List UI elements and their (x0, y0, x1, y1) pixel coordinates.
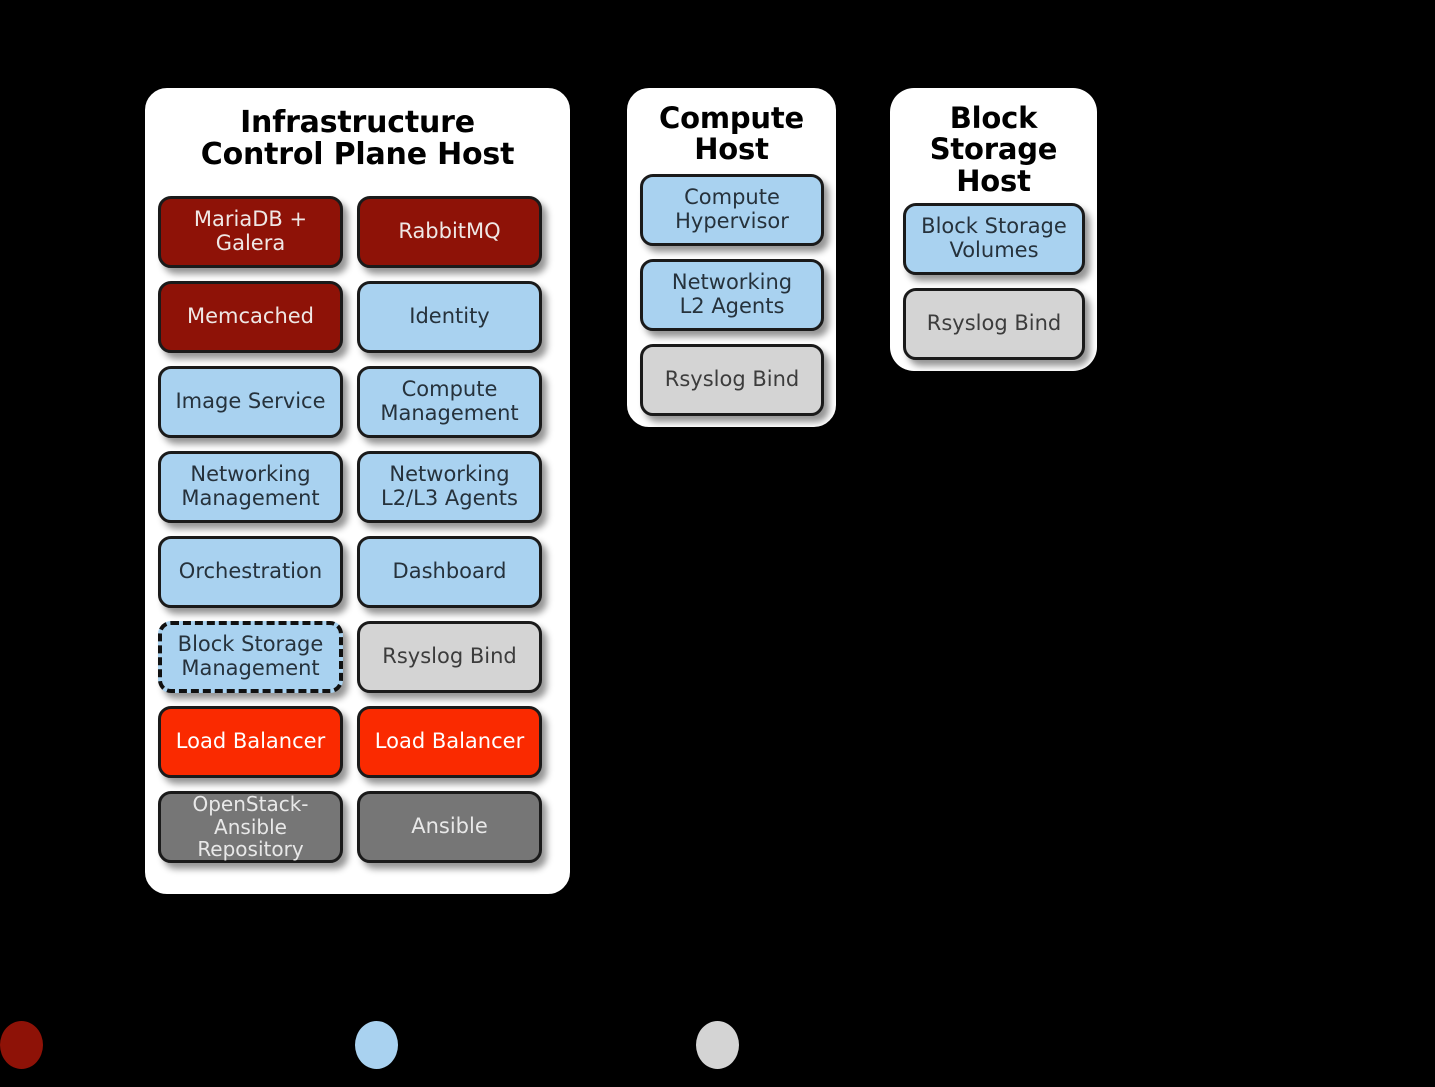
service-box-orchestration[interactable]: Orchestration (158, 536, 343, 608)
service-box-openstack-ansible-repository[interactable]: OpenStack- Ansible Repository (158, 791, 343, 863)
service-label: Orchestration (178, 559, 323, 584)
host-title-infrastructure-control-plane-host: Infrastructure Control Plane Host (200, 105, 515, 173)
service-label: Dashboard (392, 559, 507, 584)
service-box-rsyslog-bind[interactable]: Rsyslog Bind (357, 621, 542, 693)
service-box-dashboard[interactable]: Dashboard (357, 536, 542, 608)
service-label: RabbitMQ (398, 219, 501, 244)
service-label: Load Balancer (175, 729, 326, 754)
service-box-networking-l2-agents[interactable]: Networking L2 Agents (640, 259, 824, 331)
legend-item-3 (696, 1021, 753, 1069)
service-label: Compute Management (380, 377, 519, 425)
service-label: Image Service (175, 389, 326, 414)
service-label: Networking Management (181, 462, 320, 510)
service-label: Rsyslog Bind (926, 311, 1062, 336)
service-box-ansible[interactable]: Ansible (357, 791, 542, 863)
service-box-block-storage-management[interactable]: Block Storage Management (158, 621, 343, 693)
service-box-rsyslog-bind[interactable]: Rsyslog Bind (640, 344, 824, 416)
service-label: Networking L2 Agents (671, 270, 793, 318)
legend (0, 1010, 1435, 1087)
service-box-networking-management[interactable]: Networking Management (158, 451, 343, 523)
legend-item-2 (355, 1021, 412, 1069)
service-label: OpenStack- Ansible Repository (192, 792, 309, 862)
service-label: Block Storage Volumes (921, 214, 1067, 262)
service-box-mariadb-galera[interactable]: MariaDB + Galera (158, 196, 343, 268)
service-label: Rsyslog Bind (382, 644, 517, 669)
service-label: Block Storage Management (177, 632, 324, 680)
service-label: Ansible (411, 814, 488, 839)
host-title-compute-host: Compute Host (659, 101, 804, 167)
service-grid-infrastructure-control-plane-host: MariaDB + Galera RabbitMQ Memcached Identit… (158, 196, 542, 863)
service-box-load-balancer[interactable]: Load Balancer (357, 706, 542, 778)
service-label: Identity (409, 304, 490, 329)
service-box-image-service[interactable]: Image Service (158, 366, 343, 438)
service-box-rabbitmq[interactable]: RabbitMQ (357, 196, 542, 268)
service-box-networking-l2-l3-agents[interactable]: Networking L2/L3 Agents (357, 451, 542, 523)
legend-item-1 (0, 1021, 57, 1069)
service-box-memcached[interactable]: Memcached (158, 281, 343, 353)
service-label: Compute Hypervisor (675, 185, 789, 233)
service-label: MariaDB + Galera (193, 207, 308, 255)
service-box-identity[interactable]: Identity (357, 281, 542, 353)
service-box-load-balancer[interactable]: Load Balancer (158, 706, 343, 778)
service-label: Memcached (186, 304, 314, 329)
service-box-compute-management[interactable]: Compute Management (357, 366, 542, 438)
service-box-block-storage-volumes[interactable]: Block Storage Volumes (903, 203, 1085, 275)
legend-swatch-icon (355, 1021, 398, 1069)
service-label: Rsyslog Bind (664, 367, 800, 392)
service-label: Networking L2/L3 Agents (381, 462, 518, 510)
service-label: Load Balancer (374, 729, 525, 754)
service-box-rsyslog-bind[interactable]: Rsyslog Bind (903, 288, 1085, 360)
service-box-compute-hypervisor[interactable]: Compute Hypervisor (640, 174, 824, 246)
legend-swatch-icon (0, 1021, 43, 1069)
host-title-block-storage-host: Block Storage Host (929, 101, 1058, 198)
legend-swatch-icon (696, 1021, 739, 1069)
